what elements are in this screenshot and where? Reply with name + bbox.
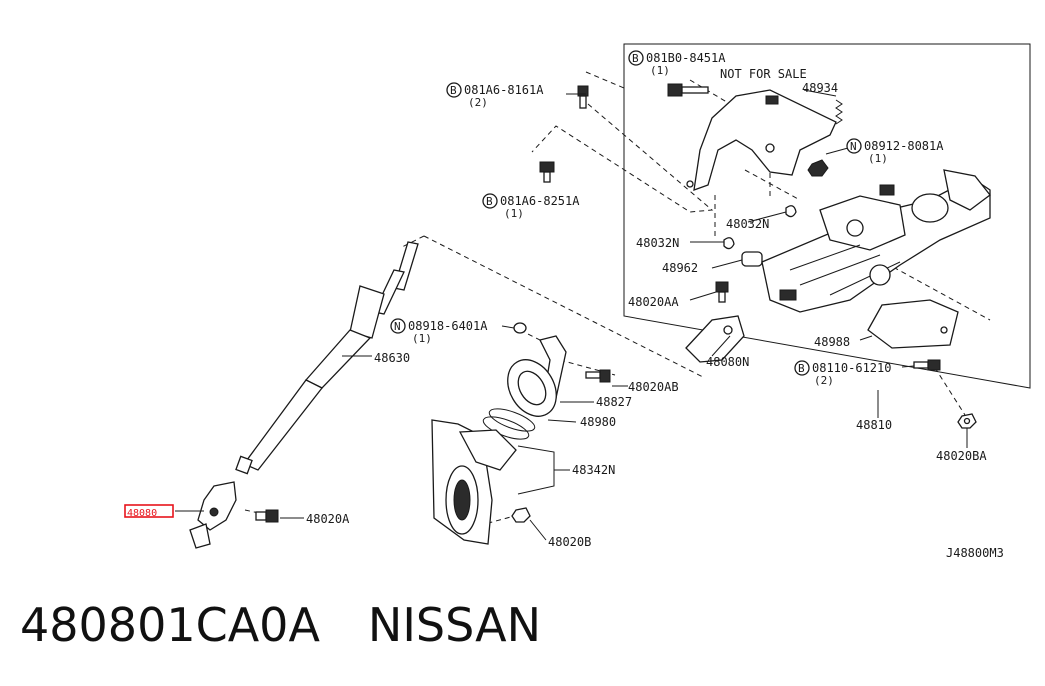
spring-48934-icon (835, 99, 843, 125)
caption-part-number: 480801CA0A (20, 598, 320, 652)
svg-text:B: B (798, 362, 805, 375)
label-08912-8081A-qty: (1) (868, 152, 888, 165)
badge-b-081A6-8161A-icon: B (446, 82, 462, 98)
label-48020B: 48020B (548, 535, 591, 549)
label-48934: 48934 (802, 81, 838, 95)
nut-08912-8081A-icon (807, 159, 829, 177)
badge-n-08918-icon: N (390, 318, 406, 334)
label-48630: 48630 (374, 351, 410, 365)
bolt-081A6-8251A-icon (539, 161, 555, 183)
label-48032N-upper: 48032N (726, 217, 769, 231)
assembly-outline (623, 43, 1031, 389)
label-48080N: 48080N (706, 355, 749, 369)
label-48020BA: 48020BA (936, 449, 987, 463)
bolt-08110-61210-icon (913, 359, 941, 371)
dashed-guides (244, 71, 991, 529)
badge-b-08110-icon: B (794, 360, 810, 376)
label-48080-highlight[interactable]: 48080 (127, 508, 157, 519)
caption: 480801CA0A NISSAN (20, 598, 541, 652)
highlight-box-48080 (124, 504, 174, 518)
leader-lines (175, 89, 968, 541)
svg-text:N: N (394, 320, 401, 333)
steering-column-body (761, 169, 991, 313)
label-48020AA: 48020AA (628, 295, 679, 309)
label-081A6-8161A-qty: (2) (468, 96, 488, 109)
label-48020A: 48020A (306, 512, 350, 526)
label-diagram-code: J48800M3 (946, 546, 1004, 560)
bracket-48080N-icon (685, 315, 745, 363)
label-081A6-8161A: 081A6-8161A (464, 83, 544, 97)
label-48827: 48827 (596, 395, 632, 409)
badge-b-081A6-8251A-icon: B (482, 193, 498, 209)
label-08110-61210-qty: (2) (814, 374, 834, 387)
nut-48020B-icon (511, 507, 531, 523)
bolt-48020AB-icon (585, 369, 611, 383)
nut-48020BA-icon (957, 413, 977, 429)
label-08918-6401A: 08918-6401A (408, 319, 488, 333)
label-48020AB: 48020AB (628, 380, 679, 394)
plate-48988-icon (867, 299, 959, 349)
label-48342N: 48342N (572, 463, 615, 477)
badge-b-081B0-icon: B (628, 50, 644, 66)
label-48962: 48962 (662, 261, 698, 275)
svg-text:B: B (632, 52, 639, 65)
badge-group: B B B N B N (390, 50, 862, 376)
svg-text:B: B (450, 84, 457, 97)
bolt-081B0-8451A-icon (667, 83, 709, 97)
rings-48342N-icon (482, 408, 536, 440)
label-08110-61210: 08110-61210 (812, 361, 891, 375)
nut-08918-6401A-icon (513, 322, 527, 334)
label-48810: 48810 (856, 418, 892, 432)
label-081A6-8251A: 081A6-8251A (500, 194, 580, 208)
label-48032N-left: 48032N (636, 236, 679, 250)
clip-48032N-icon (723, 205, 797, 250)
label-081B0-8451A-qty: (1) (650, 64, 670, 77)
svg-text:N: N (850, 140, 857, 153)
label-not-for-sale: NOT FOR SALE (720, 67, 807, 81)
shaft-48630-icon (235, 241, 419, 475)
upper-bracket (686, 89, 837, 191)
label-081A6-8251A-qty: (1) (504, 207, 524, 220)
bolt-48020A-icon (255, 509, 279, 523)
bushing-48962-icon (741, 251, 763, 267)
boot-48342N-icon (431, 419, 517, 545)
svg-text:B: B (486, 195, 493, 208)
label-08912-8081A: 08912-8081A (864, 139, 944, 153)
u-joint-48080-icon (189, 481, 237, 549)
bolt-081A6-8161A-icon (577, 85, 589, 109)
label-08918-6401A-qty: (1) (412, 332, 432, 345)
caption-brand: NISSAN (367, 598, 542, 652)
label-48988: 48988 (814, 335, 850, 349)
seal-48980-icon (507, 359, 557, 417)
label-081B0-8451A: 081B0-8451A (646, 51, 726, 65)
label-48980: 48980 (580, 415, 616, 429)
bolt-48020AA-icon (715, 281, 729, 303)
badge-n-08912-icon: N (846, 138, 862, 154)
